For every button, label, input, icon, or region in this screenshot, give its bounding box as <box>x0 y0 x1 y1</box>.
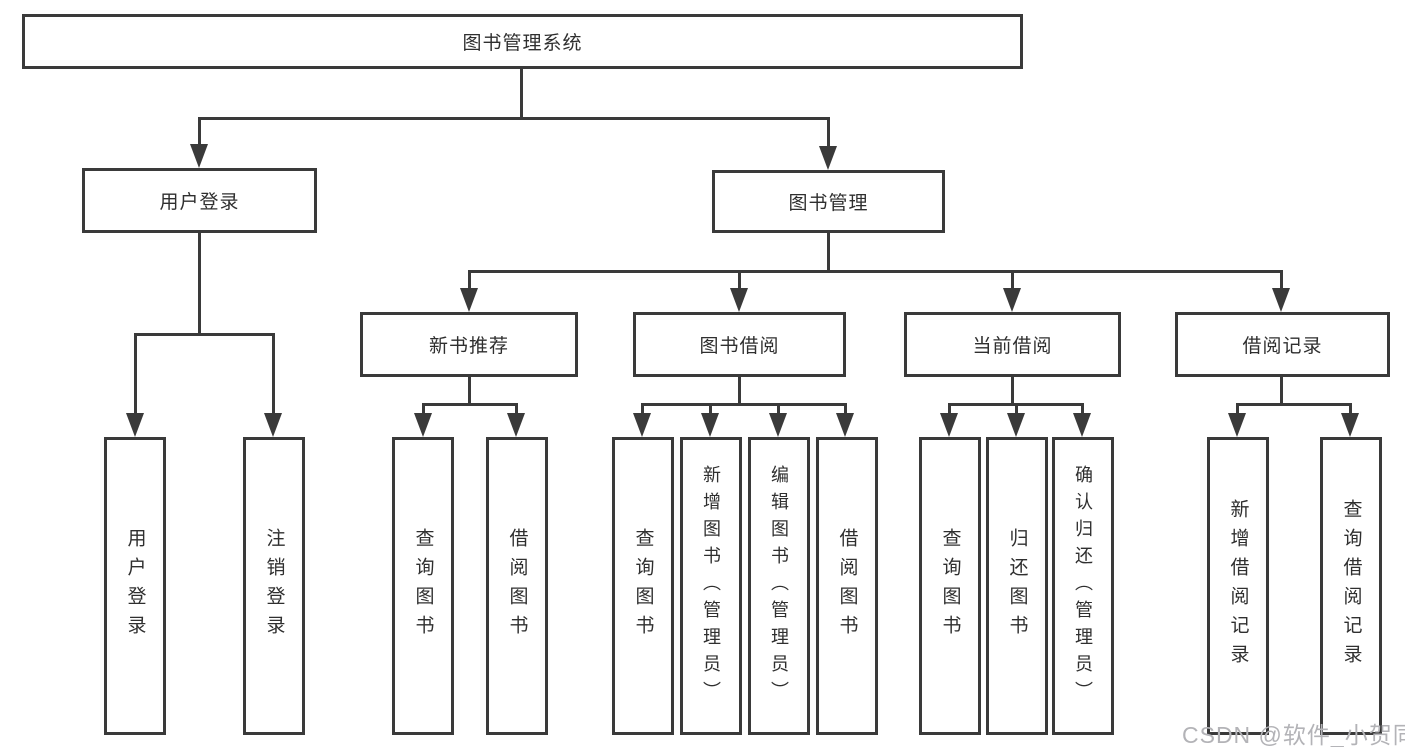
arrow-down-icon <box>633 413 651 437</box>
leaf-logout-login: 注销登录 <box>243 437 305 735</box>
connector-line <box>1349 403 1352 413</box>
node-book-management: 图书管理 <box>712 170 945 233</box>
arrow-down-icon <box>1073 413 1091 437</box>
arrow-down-icon <box>701 413 719 437</box>
connector-line <box>641 403 644 413</box>
arrow-down-icon <box>1228 413 1246 437</box>
arrow-down-icon <box>460 288 478 312</box>
arrow-down-icon <box>769 413 787 437</box>
connector-line <box>1081 403 1084 413</box>
connector-line <box>641 403 847 406</box>
arrow-down-icon <box>836 413 854 437</box>
node-root: 图书管理系统 <box>22 14 1023 69</box>
connector-line <box>948 403 951 413</box>
connector-line <box>1280 377 1283 406</box>
connector-line <box>198 117 201 144</box>
arrow-down-icon <box>1272 288 1290 312</box>
arrow-down-icon <box>1341 413 1359 437</box>
leaf-add-borrow-record: 新增借阅记录 <box>1207 437 1269 735</box>
connector-line <box>1011 270 1014 288</box>
node-new-book-recommend: 新书推荐 <box>360 312 578 377</box>
leaf-user-login: 用户登录 <box>104 437 166 735</box>
connector-line <box>515 403 518 413</box>
connector-line <box>468 377 471 406</box>
connector-line <box>134 333 137 413</box>
connector-line <box>777 403 780 413</box>
connector-line <box>1280 270 1283 288</box>
connector-line <box>1011 377 1014 406</box>
arrow-down-icon <box>507 413 525 437</box>
connector-line <box>1236 403 1239 413</box>
leaf-confirm-return-admin: 确认归还（管理员） <box>1052 437 1114 735</box>
connector-line <box>134 333 275 336</box>
leaf-borrow-books-borrowing: 借阅图书 <box>816 437 878 735</box>
leaf-borrow-books-recommend: 借阅图书 <box>486 437 548 735</box>
arrow-down-icon <box>414 413 432 437</box>
connector-line <box>738 377 741 406</box>
arrow-down-icon <box>190 144 208 168</box>
leaf-query-books-current: 查询图书 <box>919 437 981 735</box>
connector-line <box>1236 403 1351 406</box>
connector-line <box>520 69 523 117</box>
connector-line <box>738 270 741 288</box>
arrow-down-icon <box>819 146 837 170</box>
leaf-edit-books-admin: 编辑图书（管理员） <box>748 437 810 735</box>
leaf-query-books-recommend: 查询图书 <box>392 437 454 735</box>
connector-line <box>198 233 201 336</box>
connector-line <box>198 117 830 120</box>
connector-line <box>422 403 518 406</box>
arrow-down-icon <box>126 413 144 437</box>
node-current-borrowing: 当前借阅 <box>904 312 1121 377</box>
csdn-watermark: CSDN @软件_小贺同学 <box>1182 722 1405 747</box>
node-user-login: 用户登录 <box>82 168 317 233</box>
connector-line <box>468 270 1283 273</box>
connector-line <box>1015 403 1018 413</box>
arrow-down-icon <box>1003 288 1021 312</box>
leaf-query-books-borrowing: 查询图书 <box>612 437 674 735</box>
connector-line <box>827 233 830 273</box>
leaf-add-books-admin: 新增图书（管理员） <box>680 437 742 735</box>
node-borrowing-records: 借阅记录 <box>1175 312 1390 377</box>
arrow-down-icon <box>940 413 958 437</box>
leaf-return-books: 归还图书 <box>986 437 1048 735</box>
connector-line <box>272 333 275 413</box>
connector-line <box>827 117 830 146</box>
leaf-query-borrow-record: 查询借阅记录 <box>1320 437 1382 735</box>
connector-line <box>844 403 847 413</box>
connector-line <box>468 270 471 288</box>
arrow-down-icon <box>264 413 282 437</box>
node-book-borrowing: 图书借阅 <box>633 312 846 377</box>
connector-line <box>422 403 425 413</box>
arrow-down-icon <box>1007 413 1025 437</box>
arrow-down-icon <box>730 288 748 312</box>
connector-line <box>709 403 712 413</box>
